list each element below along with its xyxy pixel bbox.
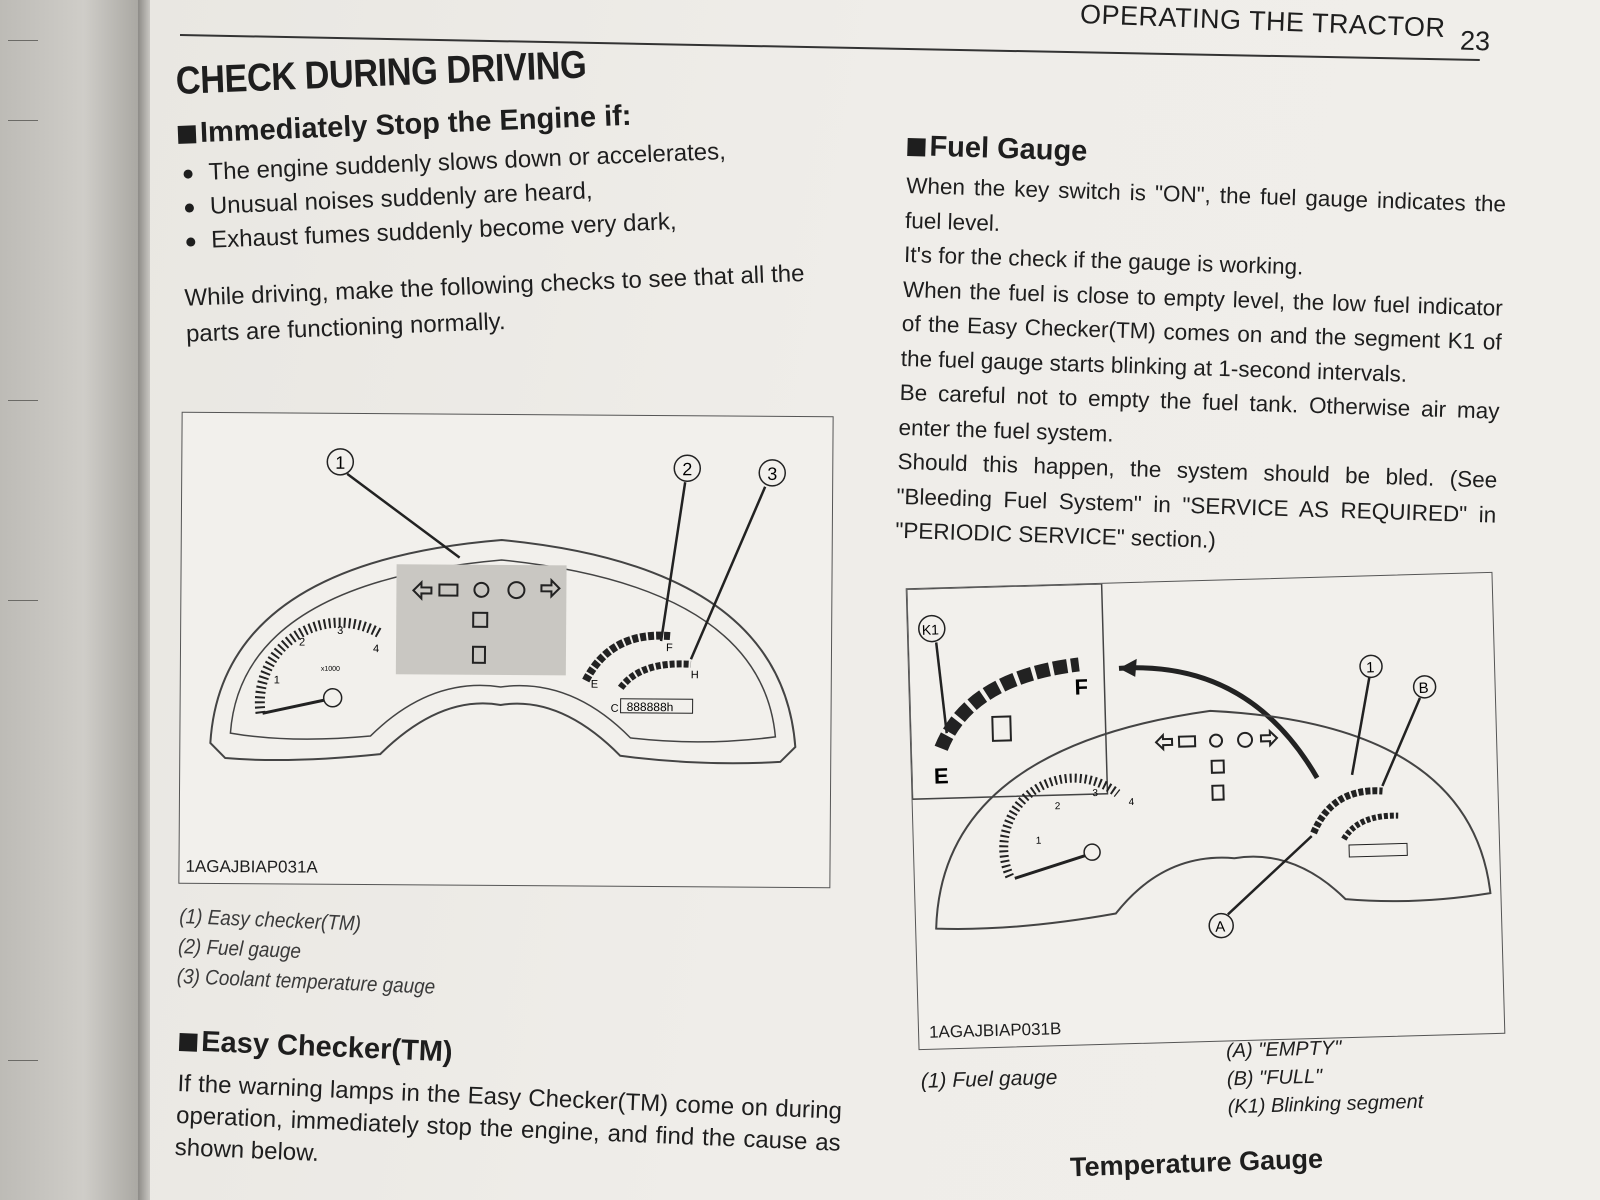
inset-letter-f: F	[1074, 674, 1088, 699]
square-bullet-icon	[177, 124, 197, 144]
callout-3-label: 3	[767, 464, 777, 484]
figure-code: 1AGAJBIAP031B	[928, 1019, 1062, 1042]
figure1-captions: (1) Easy checker(TM) (2) Fuel gauge (3) …	[176, 902, 467, 1004]
fuel-gauge-paragraph: When the fuel is close to empty level, t…	[900, 276, 1504, 387]
fuel-gauge-paragraph: Should this happen, the system should be…	[895, 448, 1498, 553]
easy-checker-panel	[395, 564, 567, 676]
tacho-unit: x1000	[321, 666, 340, 673]
bullet-dot-icon	[184, 202, 195, 213]
caption-blinking-segment: (K1) Blinking segment	[1227, 1090, 1424, 1119]
left-column: CHECK DURING DRIVING Immediately Stop th…	[175, 34, 846, 353]
instrument-panel-figure: 1 2 3 4 x1000 E F C H 888888h 1 2 3	[178, 411, 834, 889]
hour-meter: 888888h	[627, 700, 674, 714]
callout-2-arrow	[659, 482, 687, 642]
tacho-tick-1: 1	[274, 674, 280, 686]
gauge-letter-h: H	[691, 669, 699, 681]
book-spine	[138, 0, 150, 1200]
square-bullet-icon	[907, 137, 926, 157]
callout-k1-arrow	[934, 642, 948, 734]
tacho-tick-4: 4	[373, 643, 379, 655]
fuel-gauge-figure: E F K1 1	[905, 571, 1506, 1051]
callout-k1-label: K1	[922, 621, 940, 637]
manual-page: OPERATING THE TRACTOR 23 CHECK DURING DR…	[150, 0, 1600, 1200]
warning-lamp-icons	[1154, 728, 1279, 801]
callout-1	[326, 448, 355, 476]
callout-fuel-gauge	[1359, 654, 1383, 679]
fuel-pump-icon	[991, 715, 1012, 742]
warning-lamp-icons	[411, 577, 561, 664]
callout-fuel-gauge-arrow	[1350, 677, 1371, 776]
fuel-temp-gauge	[582, 631, 694, 714]
callout-empty-label: A	[1215, 918, 1225, 935]
bullet-dot-icon	[183, 168, 193, 179]
callout-1-label: 1	[335, 453, 345, 473]
tacho-tick-1: 1	[1036, 836, 1042, 847]
callout-full	[1412, 675, 1437, 699]
header-title: OPERATING THE TRACTOR	[1079, 0, 1447, 44]
tacho-tick-2: 2	[299, 637, 305, 649]
bullet-dot-icon	[186, 236, 196, 247]
callout-empty-arrow	[1227, 835, 1313, 916]
gauge-letter-e: E	[591, 679, 598, 691]
fuel-gauge-inset	[906, 583, 1109, 800]
callout-3-arrow	[689, 486, 767, 660]
callout-3	[758, 459, 786, 487]
callout-k1	[918, 614, 946, 643]
tacho-tick-4: 4	[1129, 797, 1135, 808]
fuel-gauge-segments	[934, 657, 1080, 752]
easy-checker-section: Easy Checker(TM) If the warning lamps in…	[174, 1025, 844, 1192]
gauge-letter-c: C	[611, 703, 619, 715]
callout-1-arrow	[346, 472, 461, 559]
callout-full-label: B	[1418, 680, 1428, 697]
temperature-gauge-heading: Temperature Gauge	[1069, 1143, 1324, 1183]
gauge-letter-f: F	[666, 642, 673, 654]
tacho-tick-3: 3	[337, 625, 343, 637]
zoom-arrow	[1118, 665, 1320, 780]
stop-conditions-list: The engine suddenly slows down or accele…	[179, 130, 843, 258]
fuel-temp-gauge	[1310, 787, 1408, 858]
left-page-edge	[0, 0, 140, 1200]
section-title: CHECK DURING DRIVING	[175, 43, 588, 103]
callout-empty	[1208, 912, 1234, 939]
inset-letter-e: E	[934, 763, 949, 788]
tachometer	[999, 773, 1121, 880]
page-number: 23	[1459, 25, 1491, 57]
square-bullet-icon	[178, 1032, 198, 1052]
fuel-gauge-illustration: E F K1 1	[906, 583, 1492, 939]
intro-paragraph: While driving, make the following checks…	[184, 259, 805, 348]
right-column: Fuel Gauge When the key switch is "ON", …	[895, 130, 1508, 567]
callout-2	[673, 454, 702, 483]
caption-fuel-gauge: (1) Fuel gauge	[920, 1065, 1058, 1093]
figure-code: 1AGAJBIAP031A	[185, 856, 318, 877]
tachometer	[254, 617, 384, 715]
tacho-tick-3: 3	[1092, 788, 1098, 799]
easy-checker-paragraph: If the warning lamps in the Easy Checker…	[174, 1069, 843, 1167]
tacho-tick-2: 2	[1055, 801, 1061, 812]
caption-legend: (A) "EMPTY" (B) "FULL" (K1) Blinking seg…	[1226, 1032, 1424, 1121]
callout-full-arrow	[1381, 697, 1422, 787]
callout-2-label: 2	[682, 459, 692, 479]
callout-fuel-gauge-label: 1	[1366, 659, 1375, 676]
instrument-panel-illustration: 1 2 3 4 x1000 E F C H 888888h 1 2 3	[209, 448, 797, 765]
